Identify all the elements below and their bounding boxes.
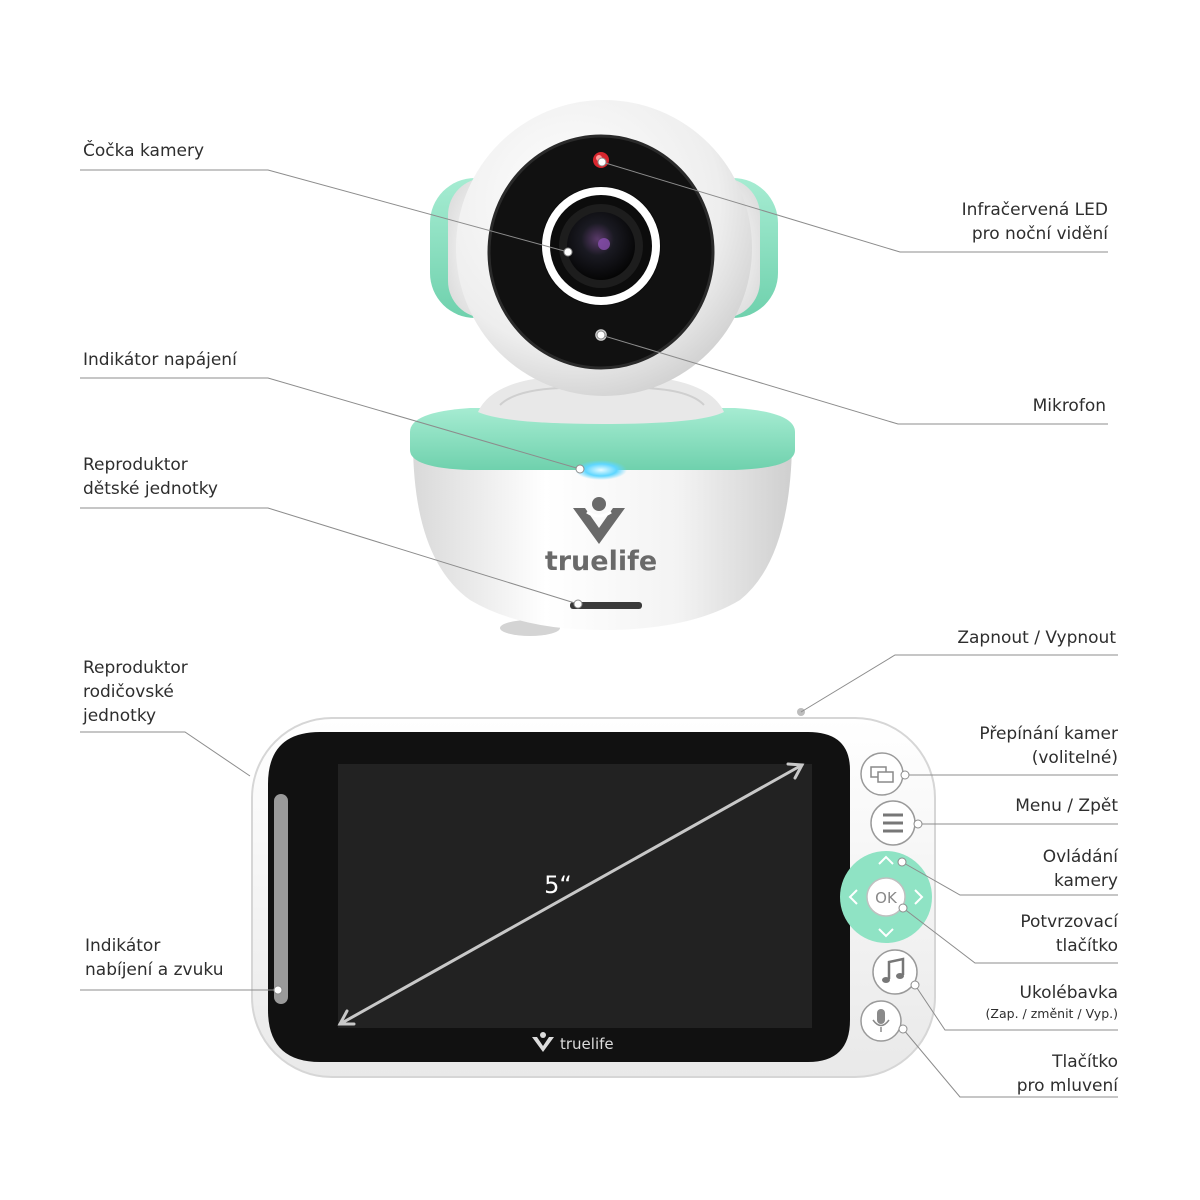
dpad-left-icon[interactable] [848, 889, 858, 905]
camera-brand: truelife [545, 546, 657, 577]
label-camera-control: Ovládání kamery [1042, 847, 1118, 891]
camera-logo-icon [573, 497, 625, 544]
charge-indicator-bar [274, 794, 288, 1004]
dpad-right-icon[interactable] [914, 889, 924, 905]
camera-base [410, 378, 795, 636]
label-charge-indicator: Indikátor nabíjení a zvuku [85, 936, 224, 980]
camera-switch-button[interactable] [860, 752, 904, 796]
monitor-logo-icon [532, 1032, 554, 1052]
ok-button[interactable]: OK [866, 877, 906, 917]
svg-text:OK: OK [875, 889, 898, 907]
diagonal-arrow-icon [337, 762, 805, 1026]
parent-monitor [251, 717, 936, 1078]
microphone-icon [872, 1009, 890, 1032]
label-parent-speaker: Reproduktor rodičovské jednotky [83, 658, 188, 726]
lullaby-button[interactable] [872, 949, 918, 995]
label-power-indicator: Indikátor napájení [83, 350, 237, 370]
menu-button[interactable] [870, 800, 916, 846]
screen-size-label: 5“ [544, 871, 572, 899]
label-microphone: Mikrofon [1032, 396, 1106, 416]
label-talk-button: Tlačítko pro mluvení [1016, 1052, 1118, 1096]
label-baby-speaker: Reproduktor dětské jednotky [83, 455, 218, 499]
label-ir-led: Infračervená LED pro noční vidění [961, 200, 1108, 244]
talk-button[interactable] [860, 1000, 902, 1042]
label-menu-back: Menu / Zpět [1015, 796, 1118, 816]
monitor-display [338, 764, 812, 1028]
dpad-down-icon[interactable] [878, 928, 894, 938]
camera-head [430, 100, 778, 396]
power-led [575, 460, 627, 480]
music-note-icon [882, 957, 905, 983]
label-camera-lens: Čočka kamery [83, 141, 205, 161]
leader-lines [80, 157, 1118, 1098]
label-lullaby: Ukolébavka (Zap. / změnit / Vyp.) [985, 983, 1118, 1021]
label-confirm-button: Potvrzovací tlačítko [1020, 912, 1118, 956]
microphone-hole [595, 329, 607, 341]
speaker-slot [570, 602, 642, 609]
monitor-brand: truelife [560, 1035, 614, 1053]
menu-icon [883, 813, 903, 833]
label-on-off: Zapnout / Vypnout [957, 628, 1116, 648]
dpad-up-icon[interactable] [878, 855, 894, 865]
label-camera-switch: Přepínání kamer (volitelné) [979, 724, 1118, 768]
